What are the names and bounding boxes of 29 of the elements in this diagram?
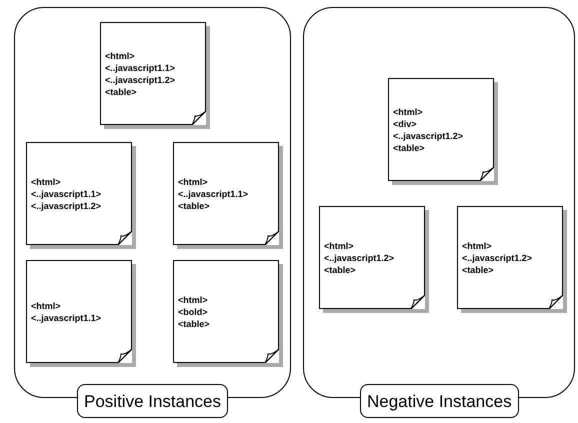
tag-text: <table> (178, 318, 210, 330)
tag-text: <table> (324, 264, 356, 276)
tag-text: <..javascript1.1> (105, 62, 176, 74)
tag-text: <html> (324, 240, 354, 252)
tag-text: <html> (393, 106, 423, 118)
tag-text: <html> (462, 240, 492, 252)
tag-text: <table> (178, 200, 210, 212)
tag-text: <html> (31, 176, 61, 188)
tag-text: <..javascript1.1> (31, 312, 102, 324)
tag-text: <html> (178, 294, 208, 306)
tag-text: <table> (105, 86, 137, 98)
tag-text: <table> (462, 264, 494, 276)
tag-text: <table> (393, 142, 425, 154)
tag-text: <..javascript1.2> (324, 252, 394, 264)
tag-text: <html> (178, 176, 208, 188)
tag-text: <..javascript1.2> (462, 252, 532, 264)
tag-text: <..javascript1.1> (178, 188, 248, 200)
group-panel (14, 7, 291, 420)
tag-text: <bold> (178, 306, 208, 318)
tag-text: <..javascript1.2> (105, 74, 176, 86)
group-panel (303, 7, 575, 420)
tag-text: <..javascript1.2> (31, 200, 102, 212)
tag-text: <html> (105, 50, 135, 62)
tag-text: <div> (393, 118, 417, 130)
group-title: Negative Instances (360, 384, 519, 418)
tag-text: <html> (31, 300, 61, 312)
tag-text: <..javascript1.2> (393, 130, 464, 142)
group-title: Positive Instances (77, 384, 228, 418)
tag-text: <..javascript1.1> (31, 188, 102, 200)
